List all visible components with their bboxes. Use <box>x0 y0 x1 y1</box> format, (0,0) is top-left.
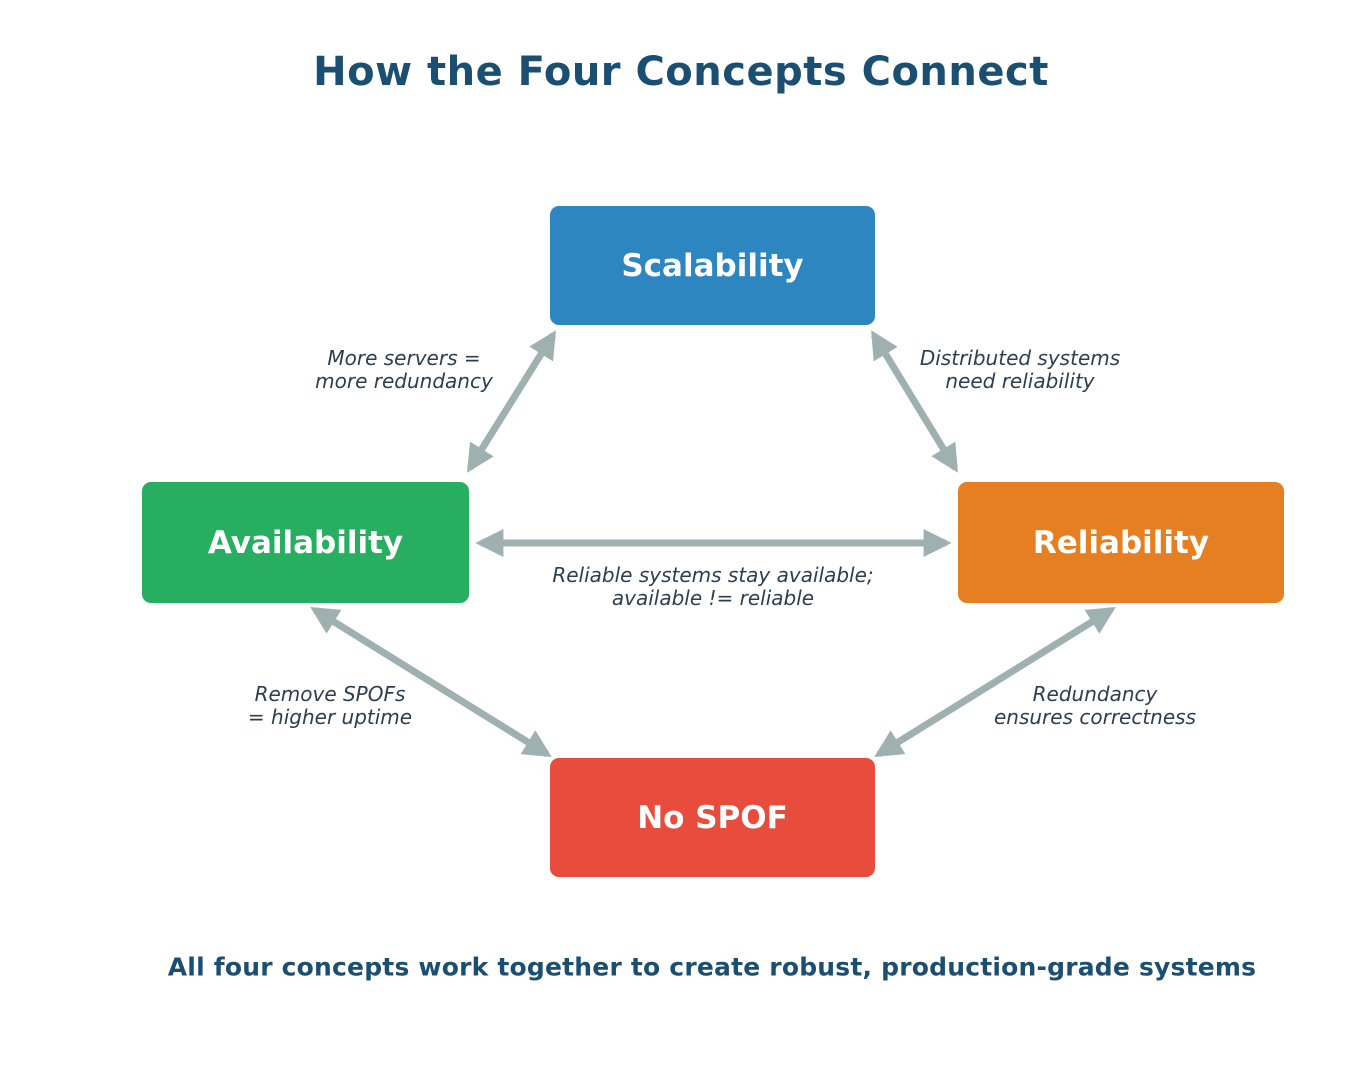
edge-label-availability-scalability: More servers = more redundancy <box>315 347 493 393</box>
node-availability: Availability <box>142 482 469 603</box>
edge-label-line: more redundancy <box>315 369 493 393</box>
node-scalability: Scalability <box>550 206 875 325</box>
edge-label-line: Remove SPOFs <box>254 682 406 706</box>
arrow-nospof-reliability <box>874 607 1116 757</box>
edge-label-line: More servers = <box>327 346 481 370</box>
page-title: How the Four Concepts Connect <box>313 49 1049 95</box>
edge-label-line: Reliable systems stay available; <box>552 563 874 587</box>
edge-label-line: ensures correctness <box>993 705 1197 729</box>
edge-label-line: = higher uptime <box>247 705 413 729</box>
edge-label-line: Distributed systems <box>919 346 1121 370</box>
node-reliability: Reliability <box>958 482 1284 603</box>
arrow-availability-nospof <box>310 607 552 757</box>
arrow-scalability-reliability <box>871 330 958 473</box>
arrow-availability-scalability <box>467 330 556 473</box>
node-nospof: No SPOF <box>550 758 875 877</box>
diagram-caption: All four concepts work together to creat… <box>167 952 1257 982</box>
edge-label-availability-reliability: Reliable systems stay available; availab… <box>552 564 873 610</box>
edge-label-line: need reliability <box>945 369 1095 393</box>
edge-label-availability-nospof: Remove SPOFs = higher uptime <box>248 683 412 729</box>
edge-label-line: available != reliable <box>611 586 815 610</box>
edge-label-scalability-reliability: Distributed systems need reliability <box>920 347 1120 393</box>
edge-label-line: Redundancy <box>1032 682 1158 706</box>
edge-label-nospof-reliability: Redundancy ensures correctness <box>994 683 1196 729</box>
